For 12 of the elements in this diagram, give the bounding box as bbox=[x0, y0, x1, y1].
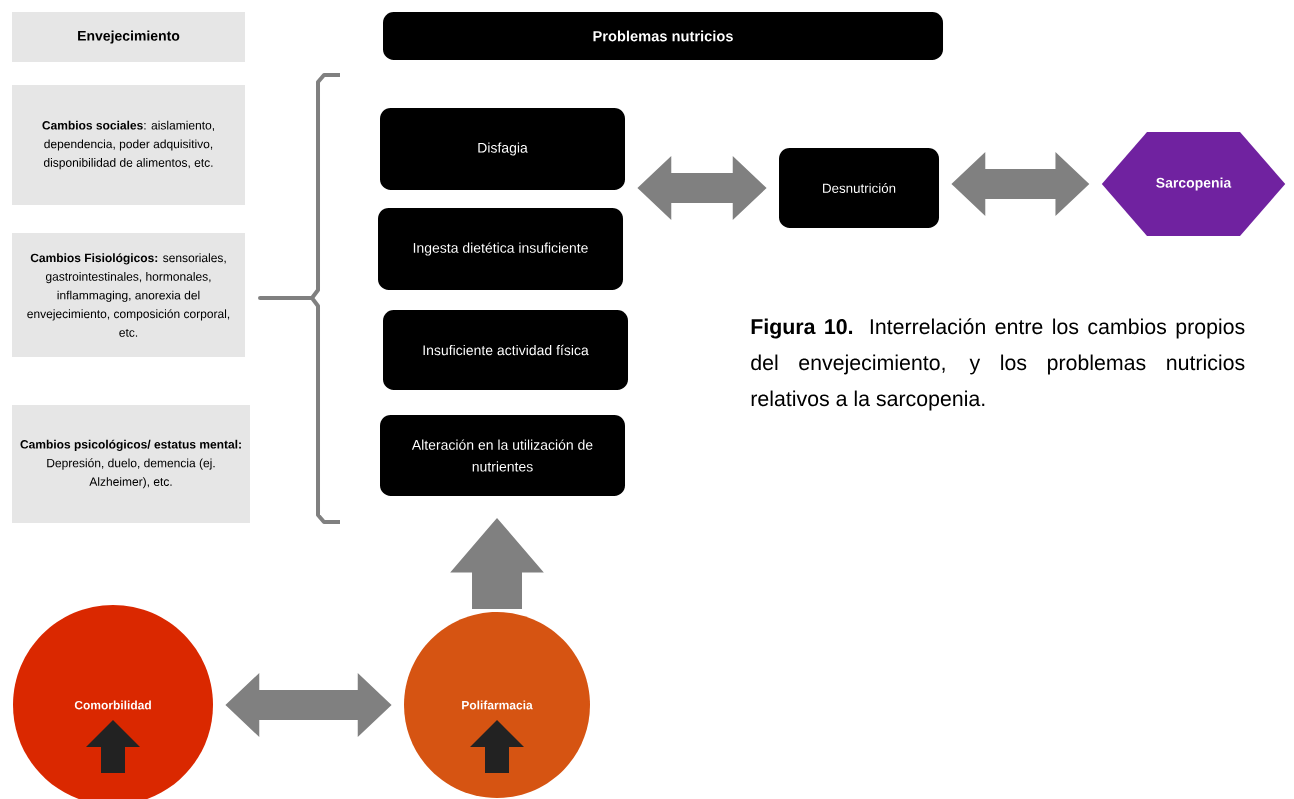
process-box: Ingesta dietética insuficiente bbox=[378, 208, 623, 290]
process-box: Insuficiente actividad física bbox=[383, 310, 628, 390]
process-box: Desnutrición bbox=[779, 148, 939, 228]
figure-caption: Figura 10. Interrelación entre los cambios propios del envejecimiento, y los problemas nutricios relativos a la sarcopenia. bbox=[751, 318, 1245, 411]
process-box: Alteración en la utilización de nutrientes bbox=[380, 415, 625, 496]
process-box: Problemas nutricios bbox=[383, 12, 943, 60]
category-box: Cambios sociales: aislamiento, dependencia, poder adquisitivo, disponibilidad de alimentos, etc. bbox=[12, 85, 245, 205]
category-box: Cambios Fisiológicos: sensoriales, gastrointestinales, hormonales, inflammaging, anorexia del envejecimiento, composición corporal, etc. bbox=[12, 233, 245, 357]
category-box: Envejecimiento bbox=[12, 12, 245, 62]
category-box: Cambios psicológicos/ estatus mental: Depresión, duelo, demencia (ej. Alzheimer), etc. bbox=[12, 405, 250, 523]
process-box: Disfagia bbox=[380, 108, 625, 190]
outcome-hexagon: Sarcopenia bbox=[1101, 132, 1286, 236]
